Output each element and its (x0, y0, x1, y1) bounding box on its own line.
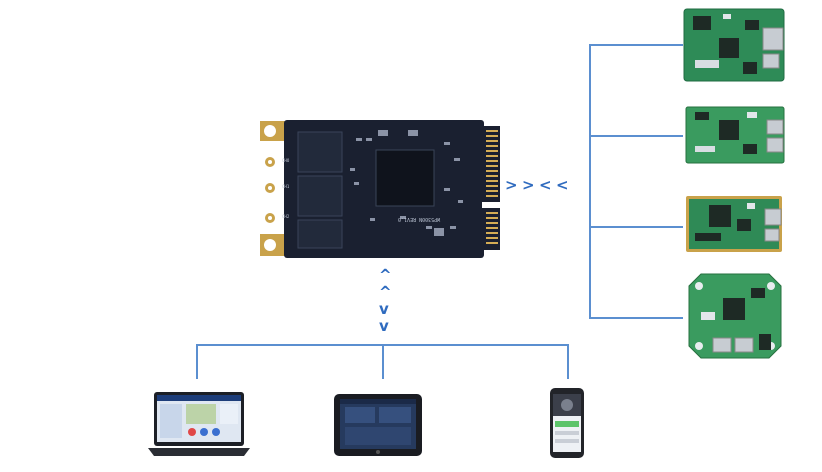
router-board-2 (685, 106, 785, 164)
branch-line-board-1 (589, 44, 683, 46)
smartphone-device (549, 387, 585, 459)
mini-pcie-module: WP5300N REV1.0 CHO CH1 CH2 (258, 118, 504, 260)
branch-line-board-2 (589, 135, 683, 137)
arrow-down-2: v (379, 317, 389, 335)
arrow-down-1: v (379, 300, 389, 318)
connector-label-ch2: CH2 (282, 214, 290, 219)
arrow-right-2: > (522, 176, 535, 194)
module-silkscreen: WP5300N REV1.0 (398, 216, 441, 222)
arrow-left-1: < (539, 176, 552, 194)
drop-line-laptop (196, 344, 198, 379)
connector-label-ch0: CHO (282, 158, 290, 163)
right-trunk-line (589, 44, 591, 319)
drop-line-tablet (382, 344, 384, 379)
drop-line-phone (567, 344, 569, 379)
branch-line-board-4 (589, 317, 683, 319)
arrow-up-2: ^ (379, 283, 392, 301)
router-board-1 (683, 8, 785, 82)
connector-label-ch1: CH1 (282, 184, 290, 189)
branch-line-board-3 (589, 226, 683, 228)
arrow-left-2: < (556, 176, 569, 194)
router-board-3 (685, 195, 783, 253)
tablet-device (333, 393, 423, 457)
router-board-4 (687, 272, 783, 360)
laptop-device (148, 390, 250, 458)
arrow-right-1: > (505, 176, 518, 194)
arrow-up-1: ^ (379, 266, 392, 284)
